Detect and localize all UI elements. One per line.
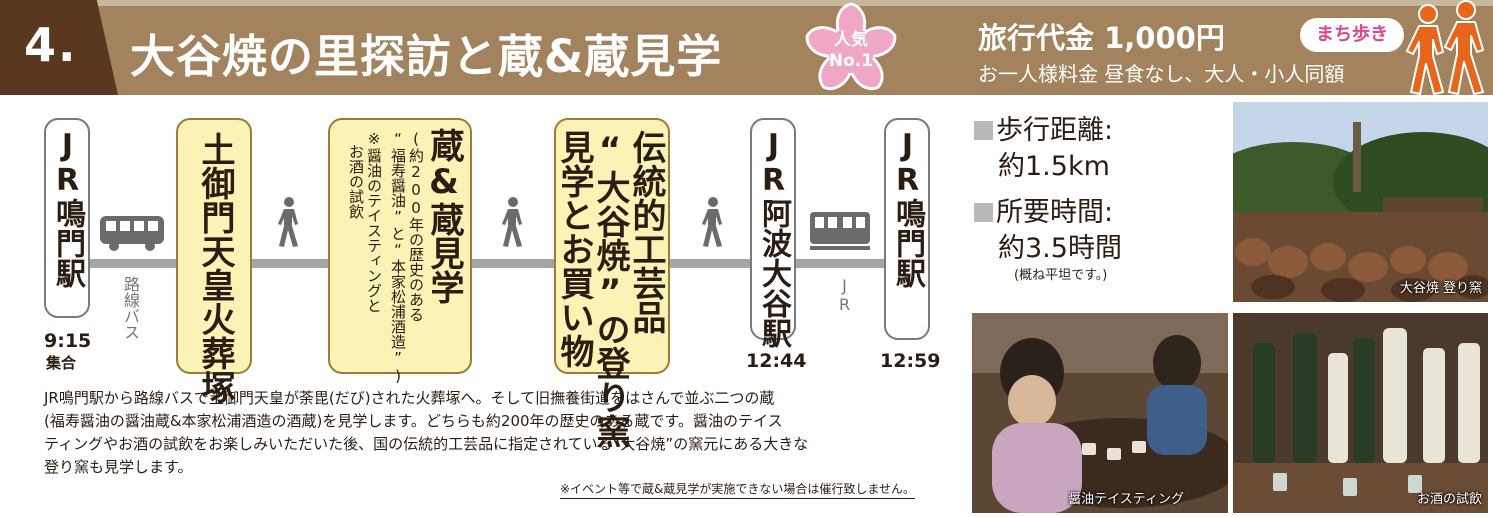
start-time-note: 集合	[46, 354, 77, 372]
stop-title-3: 見学とお買い物	[554, 130, 594, 368]
stop-title: JR鳴門駅	[50, 128, 85, 288]
course-number-tab	[0, 0, 118, 95]
stop-otani-kiln: 伝統的工芸品 “大谷焼”の登り窯 見学とお買い物	[554, 118, 670, 448]
photo-otani-kiln: 大谷焼 登り窯	[1233, 102, 1488, 302]
tour-price: 旅行代金 1,000円	[978, 21, 1225, 55]
course-description: JR鳴門駅から路線バスで土御門天皇が荼毘(だび)された火葬塚へ。そして旧撫養街道…	[44, 387, 944, 479]
bus-route-label: 路線バス	[121, 276, 140, 340]
header-band	[0, 0, 1493, 95]
square-bullet-icon	[974, 121, 993, 140]
stop-title: 土御門天皇火葬塚	[195, 132, 235, 404]
stop-sub-2: “福寿醤油”と“本家松浦酒造”)	[389, 130, 407, 385]
duration-label: 所要時間:	[974, 190, 1113, 229]
route-line-1	[90, 259, 178, 268]
route-line-4	[670, 259, 752, 268]
stop-title-2: “大谷焼”の登り窯	[590, 130, 630, 448]
stop-sub-1: (約200年の歴史のある	[407, 130, 425, 322]
sakura-badge-icon	[805, 2, 897, 91]
duration-label-text: 所要時間:	[996, 197, 1114, 228]
duration-value: 約3.5時間	[998, 233, 1122, 264]
route-line-3	[472, 259, 556, 268]
stop-tsuchimikado-mausoleum: 土御門天皇火葬塚	[176, 118, 252, 404]
walk-icon	[278, 197, 298, 247]
walking-people-icon	[1406, 0, 1484, 95]
badge-line1: 人気	[834, 30, 868, 50]
jr-line-label: JR	[835, 276, 854, 314]
stop-sub-4: お酒の試飲	[347, 144, 365, 219]
start-time: 9:15	[44, 330, 92, 352]
terrain-note: (概ね平坦です。)	[1014, 268, 1108, 283]
stop-jr-awa-otani: JR阿波大谷駅	[750, 118, 796, 348]
photo-sake-tasting: お酒の試飲	[1233, 313, 1488, 513]
walk-icon	[502, 197, 522, 247]
photo-soy-tasting: 醤油テイスティング	[972, 313, 1228, 513]
walking-tour-badge: まち歩き	[1300, 18, 1404, 52]
tasting-photo-illustration	[972, 313, 1228, 513]
arrival-time-awa-otani: 12:44	[746, 350, 807, 372]
badge-line2: No.1	[828, 51, 874, 71]
photo-caption: 大谷焼 登り窯	[1399, 281, 1482, 296]
description-line: ティングやお酒の試飲をお楽しみいただいた後、国の伝統的工芸品に指定されている“大…	[44, 435, 809, 453]
description-line: JR鳴門駅から路線バスで土御門天皇が荼毘(だび)された火葬塚へ。そして旧撫養街道…	[44, 389, 775, 407]
route-diagram: JR鳴門駅 路線バス 土御門天皇火葬塚 蔵&蔵見学 (約200年の歴史のある “…	[0, 100, 960, 448]
stop-brewery-visit: 蔵&蔵見学 (約200年の歴史のある “福寿醤油”と“本家松浦酒造”) ※醤油の…	[328, 118, 472, 385]
stop-sub-3: ※醤油のテイスティングと	[365, 130, 383, 313]
route-line-5	[796, 259, 886, 268]
description-line: (福寿醤油の醤油蔵&本家松浦酒造の酒蔵)を見学します。どちらも約200年の歴史の…	[44, 412, 783, 430]
price-note: お一人様料金 昼食なし、大人・小人同額	[978, 62, 1345, 86]
walk-icon	[702, 197, 722, 247]
distance-label-text: 歩行距離:	[996, 115, 1114, 146]
square-bullet-icon	[974, 203, 993, 222]
photo-caption: お酒の試飲	[1416, 492, 1482, 507]
stop-title: JR鳴門駅	[890, 128, 925, 288]
popularity-badge: 人気 No.1	[803, 30, 899, 72]
train-icon	[810, 212, 870, 250]
bus-icon	[100, 216, 164, 251]
stop-title-1: 伝統的工芸品	[626, 130, 666, 334]
stop-title: 蔵&蔵見学	[424, 128, 464, 304]
course-title: 大谷焼の里探訪と蔵&蔵見学	[130, 30, 723, 83]
stop-jr-naruto-end: JR鳴門駅	[884, 118, 930, 340]
kiln-photo-illustration	[1233, 102, 1488, 302]
route-line-2	[252, 259, 330, 268]
arrival-time-naruto: 12:59	[880, 350, 941, 372]
sake-photo-illustration	[1233, 313, 1488, 513]
photo-caption: 醤油テイスティング	[1068, 492, 1184, 507]
distance-label: 歩行距離:	[974, 108, 1113, 147]
distance-value: 約1.5km	[998, 151, 1110, 182]
stop-jr-naruto-start: JR鳴門駅	[44, 118, 90, 318]
description-line: 登り窯も見学します。	[44, 458, 193, 476]
course-number: 4.	[24, 18, 78, 72]
stop-title: JR阿波大谷駅	[756, 128, 791, 348]
header-top-strip	[0, 0, 1493, 6]
cancellation-footnote: ※イベント等で蔵&蔵見学が実施できない場合は催行致しません。	[560, 480, 916, 499]
